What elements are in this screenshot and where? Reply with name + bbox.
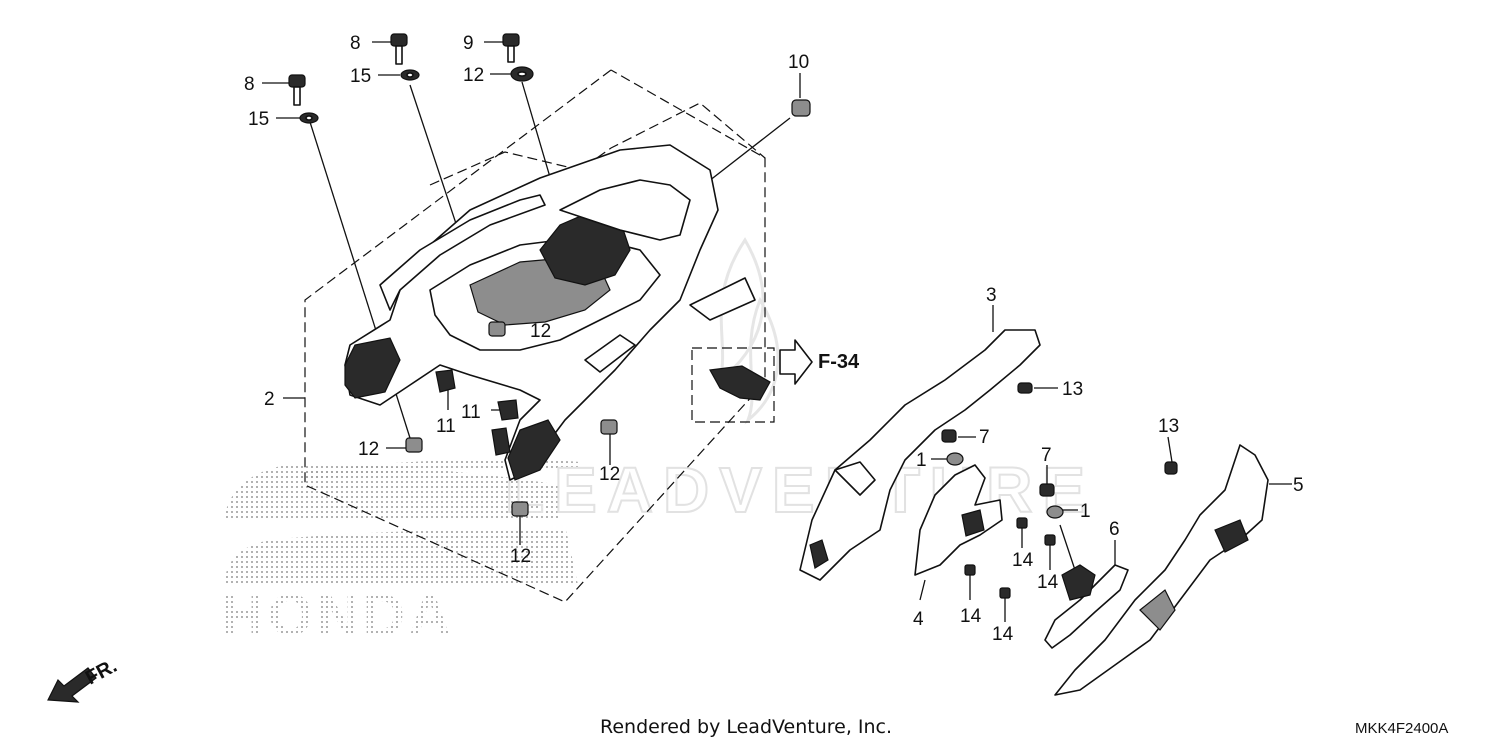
nut-10 bbox=[791, 99, 811, 117]
bracket-f34 bbox=[709, 365, 771, 401]
callout-12: 12 bbox=[599, 464, 620, 485]
callout-13: 13 bbox=[1062, 379, 1083, 400]
screw-7a bbox=[941, 429, 957, 443]
washer-1a bbox=[946, 452, 964, 466]
callout-12: 12 bbox=[358, 439, 379, 460]
callout-1: 1 bbox=[1080, 501, 1091, 522]
nut-12b bbox=[488, 321, 506, 337]
nut-12c bbox=[405, 437, 423, 453]
callout-5: 5 bbox=[1293, 475, 1304, 496]
reference-arrow-icon bbox=[779, 339, 813, 385]
callout-4: 4 bbox=[913, 609, 924, 630]
callout-9: 9 bbox=[463, 33, 474, 54]
screw-7b bbox=[1039, 483, 1055, 497]
callout-7: 7 bbox=[1041, 445, 1052, 466]
front-direction-arrow-icon bbox=[47, 667, 97, 703]
rear-frame-assembly bbox=[344, 144, 771, 481]
bolt-8b bbox=[288, 74, 306, 106]
callout-6: 6 bbox=[1109, 519, 1120, 540]
screw-14b bbox=[1044, 534, 1056, 546]
washer-1b bbox=[1046, 505, 1064, 519]
clip-13a bbox=[1017, 382, 1033, 394]
step-6 bbox=[1044, 564, 1129, 649]
assembly-outline bbox=[304, 69, 775, 603]
side-cover-3 bbox=[799, 329, 1041, 581]
callout-12: 12 bbox=[530, 321, 551, 342]
callout-15: 15 bbox=[350, 66, 371, 87]
small-fasteners bbox=[941, 382, 1178, 599]
reference-box bbox=[691, 347, 775, 423]
diagram-code: MKK4F2400A bbox=[1355, 720, 1449, 737]
side-cover-5 bbox=[1054, 444, 1269, 696]
callout-14: 14 bbox=[992, 624, 1014, 645]
clip-11a bbox=[435, 369, 456, 393]
callout-12: 12 bbox=[510, 546, 531, 567]
callout-11: 11 bbox=[436, 416, 456, 437]
honda-logo-text: HONDA bbox=[222, 583, 455, 648]
callout-2: 2 bbox=[264, 389, 275, 410]
callout-15: 15 bbox=[248, 109, 269, 130]
washer-15a-hole bbox=[406, 72, 414, 78]
screw-14a bbox=[1016, 517, 1028, 529]
callout-8: 8 bbox=[244, 74, 255, 95]
rendered-by-credit: Rendered by LeadVenture, Inc. bbox=[600, 716, 893, 738]
callout-11: 11 bbox=[461, 402, 481, 423]
callout-3: 3 bbox=[986, 285, 997, 306]
leadventure-watermark: LEADVENTURE bbox=[505, 454, 1095, 526]
screw-14c bbox=[964, 564, 976, 576]
callout-1: 1 bbox=[916, 450, 927, 471]
callout-10: 10 bbox=[788, 52, 809, 73]
callout-13: 13 bbox=[1158, 416, 1179, 437]
bolt-8a bbox=[390, 33, 408, 65]
nut-12e bbox=[511, 501, 529, 517]
bolt-9 bbox=[502, 33, 520, 63]
callout-14: 14 bbox=[960, 606, 982, 627]
clip-11b bbox=[497, 399, 519, 421]
callout-labels: 8 9 8 15 12 15 10 12 2 11 11 12 12 12 3 … bbox=[244, 33, 1304, 645]
callout-12: 12 bbox=[463, 65, 484, 86]
side-cover-4 bbox=[914, 464, 1003, 576]
callout-14: 14 bbox=[1012, 550, 1034, 571]
callout-7: 7 bbox=[979, 427, 990, 448]
screw-14d bbox=[999, 587, 1011, 599]
nut-12d bbox=[600, 419, 618, 435]
fasteners bbox=[288, 33, 811, 517]
callout-14: 14 bbox=[1037, 572, 1059, 593]
clip-13b bbox=[1164, 461, 1178, 475]
reference-label: F-34 bbox=[818, 351, 860, 373]
callout-8: 8 bbox=[350, 33, 361, 54]
